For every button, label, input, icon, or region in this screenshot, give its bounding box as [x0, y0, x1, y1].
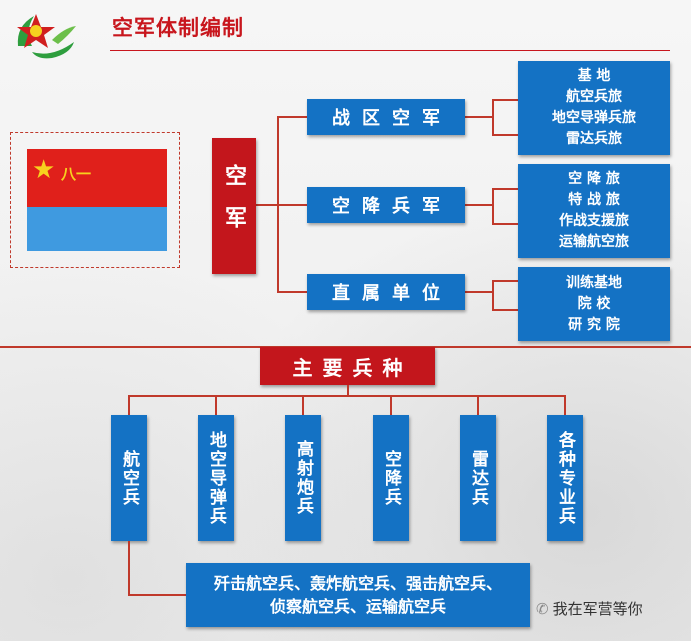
connector	[492, 134, 518, 136]
connector	[128, 395, 130, 415]
connector	[277, 204, 307, 206]
arm-aviation: 航空兵	[111, 415, 147, 541]
arm-radar: 雷达兵	[460, 415, 496, 541]
connector	[492, 188, 494, 224]
connector	[564, 395, 566, 415]
arm-airborne: 空降兵	[373, 415, 409, 541]
connector	[256, 204, 278, 206]
flag-frame	[10, 132, 180, 268]
unit-item: 院 校	[577, 295, 611, 312]
connector	[492, 223, 518, 225]
branch-theater-air-force: 战区空军	[307, 99, 465, 135]
watermark-text: 我在军营等你	[552, 600, 643, 618]
connector	[477, 395, 479, 415]
flag-mark: 八一	[61, 165, 92, 183]
aviation-subtypes-box: 歼击航空兵、轰炸航空兵、强击航空兵、 侦察航空兵、运输航空兵	[186, 563, 530, 627]
wechat-icon: ✆	[536, 600, 549, 618]
unit-item: 基 地	[577, 68, 611, 84]
unit-item: 特 战 旅	[568, 192, 620, 208]
connector	[492, 188, 518, 190]
arm-surface-to-air-missile: 地空导弹兵	[198, 415, 234, 541]
units-direct: 训练基地 院 校 研 究 院	[518, 267, 670, 341]
flag-red-band	[27, 149, 167, 207]
aviation-subtypes-line: 侦察航空兵、运输航空兵	[269, 597, 446, 616]
connector	[128, 541, 130, 595]
unit-item: 研 究 院	[568, 316, 620, 333]
connector	[492, 99, 518, 101]
unit-item: 运输航空旅	[559, 234, 629, 250]
unit-item: 航空兵旅	[566, 89, 622, 105]
star-icon: ★	[32, 155, 56, 185]
aviation-subtypes-line: 歼击航空兵、轰炸航空兵、强击航空兵、	[213, 574, 502, 593]
unit-item: 地空导弹兵旅	[552, 110, 636, 126]
arm-anti-aircraft-artillery: 高射炮兵	[285, 415, 321, 541]
page-title: 空军体制编制	[112, 15, 244, 40]
connector	[390, 395, 392, 415]
connector	[492, 280, 494, 310]
units-theater-air-force: 基 地 航空兵旅 地空导弹兵旅 雷达兵旅	[518, 61, 670, 155]
branch-airborne-corps: 空降兵军	[307, 187, 465, 223]
connector	[302, 395, 304, 415]
air-force-flag: ★ 八一	[27, 149, 167, 251]
connector	[347, 385, 349, 396]
branch-direct-units: 直属单位	[307, 274, 465, 310]
units-airborne-corps: 空 降 旅 特 战 旅 作战支援旅 运输航空旅	[518, 164, 670, 258]
connector	[128, 594, 186, 596]
connector	[492, 309, 518, 311]
connector	[277, 116, 307, 118]
connector	[492, 99, 494, 135]
air-force-node: 空军	[212, 138, 256, 274]
title-underline	[110, 50, 670, 51]
connector	[277, 291, 307, 293]
unit-item: 作战支援旅	[559, 213, 629, 229]
connector	[215, 395, 217, 415]
unit-item: 训练基地	[566, 274, 622, 291]
watermark: ✆我在军营等你	[536, 598, 643, 619]
arm-specialized: 各种专业兵	[547, 415, 583, 541]
unit-item: 空 降 旅	[568, 171, 620, 187]
connector	[465, 116, 493, 118]
connector	[128, 395, 566, 397]
main-arms-title: 主要兵种	[260, 347, 435, 385]
unit-item: 雷达兵旅	[566, 131, 622, 147]
air-force-emblem-icon	[17, 14, 76, 59]
connector	[492, 280, 518, 282]
connector	[465, 291, 493, 293]
flag-blue-band	[27, 207, 167, 251]
connector	[465, 204, 493, 206]
